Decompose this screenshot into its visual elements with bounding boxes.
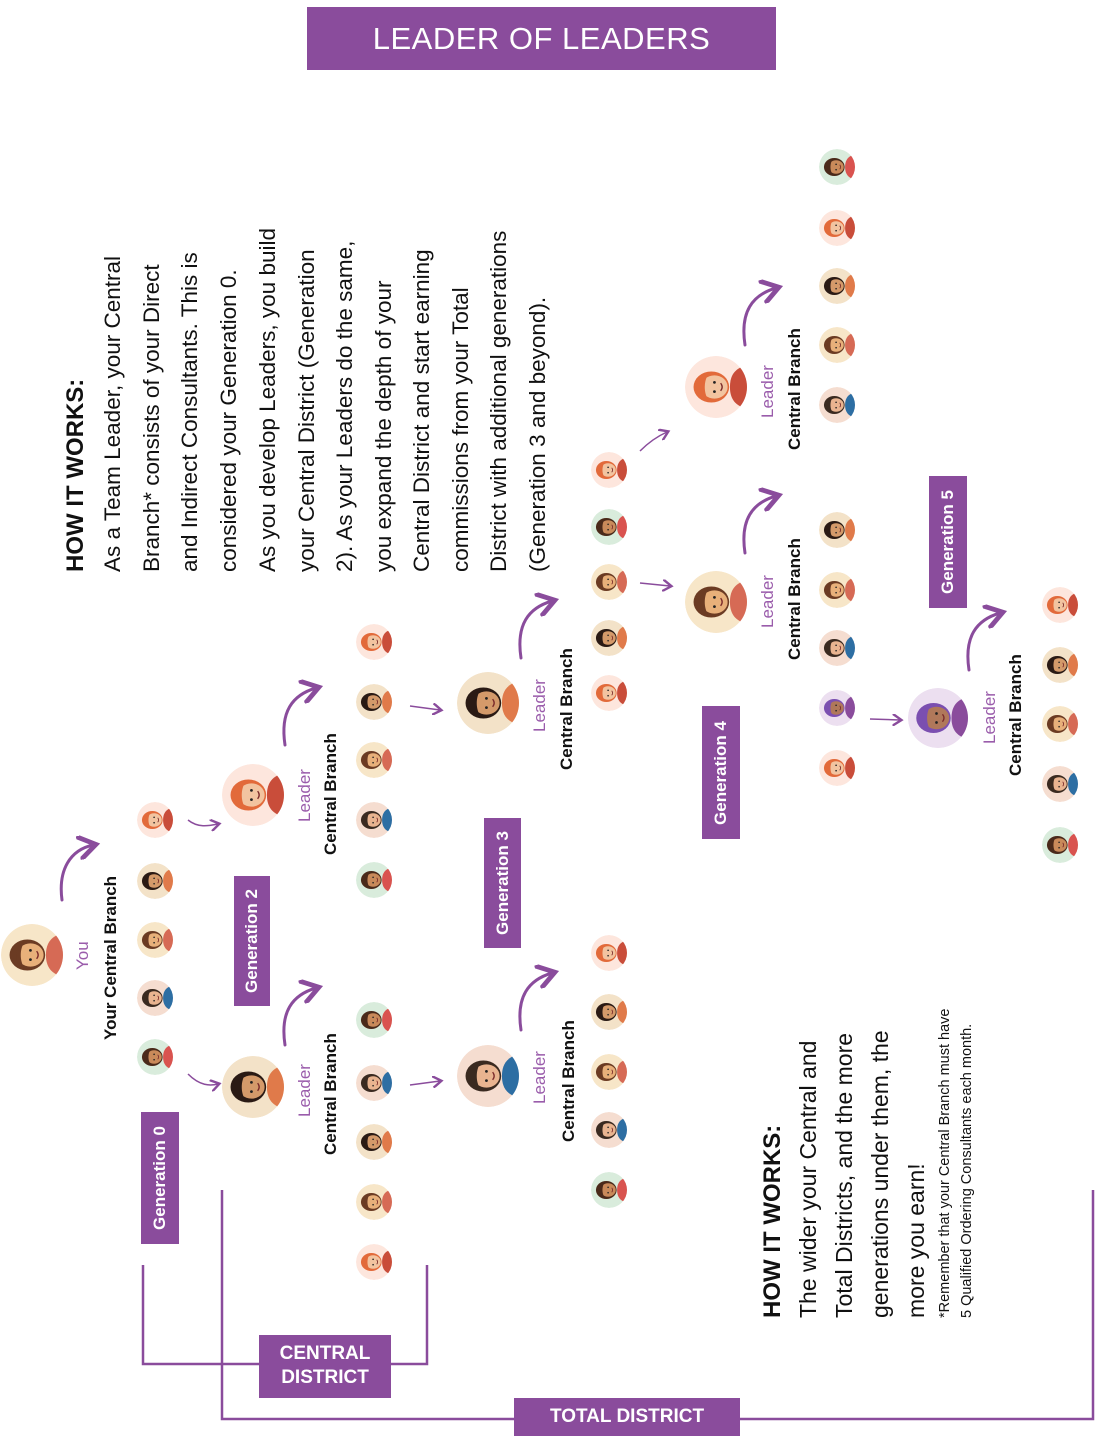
central-district-label: CENTRAL DISTRICT (259, 1335, 391, 1398)
avatar-icon (819, 327, 855, 363)
avatar-icon (591, 509, 627, 545)
central-branch-label: Central Branch (321, 733, 340, 855)
leader-label: Leader (530, 1051, 549, 1104)
your-central-branch-label: Your Central Branch (101, 875, 120, 1040)
generation-3-badge: Generation 3 (484, 818, 521, 948)
avatar-icon (137, 802, 173, 838)
generation-0-badge: Generation 0 (141, 1112, 179, 1244)
avatar-icon (591, 620, 627, 656)
avatar-icon (591, 564, 627, 600)
avatar-icon (222, 764, 284, 826)
avatar-icon (1042, 587, 1078, 623)
avatar-icon (356, 1065, 392, 1101)
avatar-icon (1042, 766, 1078, 802)
page-title: LEADER OF LEADERS (307, 7, 776, 70)
avatar-icon (137, 1039, 173, 1075)
avatar-icon (457, 672, 519, 734)
avatar-icon (591, 1172, 627, 1208)
avatar-icon (356, 1002, 392, 1038)
avatar-icon (356, 1244, 392, 1280)
leader-label: Leader (530, 679, 549, 732)
avatar-icon (819, 210, 855, 246)
avatar-icon (1042, 706, 1078, 742)
avatar-icon (356, 1124, 392, 1160)
central-branch-label: Central Branch (1006, 654, 1025, 776)
avatar-icon (819, 149, 855, 185)
avatar-icon (819, 690, 855, 726)
central-branch-label: Central Branch (559, 1020, 578, 1142)
leader-label: Leader (758, 575, 777, 628)
avatar-icon (819, 750, 855, 786)
avatar-icon (819, 268, 855, 304)
generation-5-badge: Generation 5 (929, 476, 967, 608)
avatar-icon (137, 980, 173, 1016)
avatar-icon (908, 688, 968, 748)
leader-label: Leader (295, 769, 314, 822)
central-branch-label: Central Branch (321, 1033, 340, 1155)
you-label: You (73, 941, 92, 970)
generation-4-badge: Generation 4 (702, 706, 740, 839)
avatar-icon (819, 630, 855, 666)
avatar-icon (819, 572, 855, 608)
avatar-icon (685, 571, 747, 633)
avatar-icon (356, 684, 392, 720)
generation-2-badge: Generation 2 (234, 876, 270, 1006)
avatar-icon (457, 1045, 519, 1107)
avatar-icon (1, 924, 63, 986)
total-district-label: TOTAL DISTRICT (514, 1398, 740, 1436)
central-branch-label: Central Branch (785, 328, 804, 450)
avatar-icon (137, 922, 173, 958)
central-branch-label: Central Branch (785, 538, 804, 660)
avatar-icon (137, 863, 173, 899)
avatar-icon (591, 452, 627, 488)
leader-label: Leader (295, 1064, 314, 1117)
avatar-icon (591, 994, 627, 1030)
avatar-icon (819, 512, 855, 548)
avatar-icon (819, 387, 855, 423)
avatar-icon (591, 1112, 627, 1148)
avatar-icon (356, 802, 392, 838)
central-branch-label: Central Branch (557, 648, 576, 770)
leader-label: Leader (980, 691, 999, 744)
avatar-icon (685, 356, 747, 418)
avatar-icon (222, 1056, 284, 1118)
avatar-icon (356, 862, 392, 898)
avatar-icon (591, 935, 627, 971)
avatar-icon (1042, 827, 1078, 863)
avatar-icon (356, 742, 392, 778)
avatar-icon (356, 624, 392, 660)
avatar-icon (356, 1184, 392, 1220)
leader-label: Leader (758, 365, 777, 418)
avatar-icon (591, 675, 627, 711)
avatar-icon (591, 1054, 627, 1090)
avatar-icon (1042, 647, 1078, 683)
